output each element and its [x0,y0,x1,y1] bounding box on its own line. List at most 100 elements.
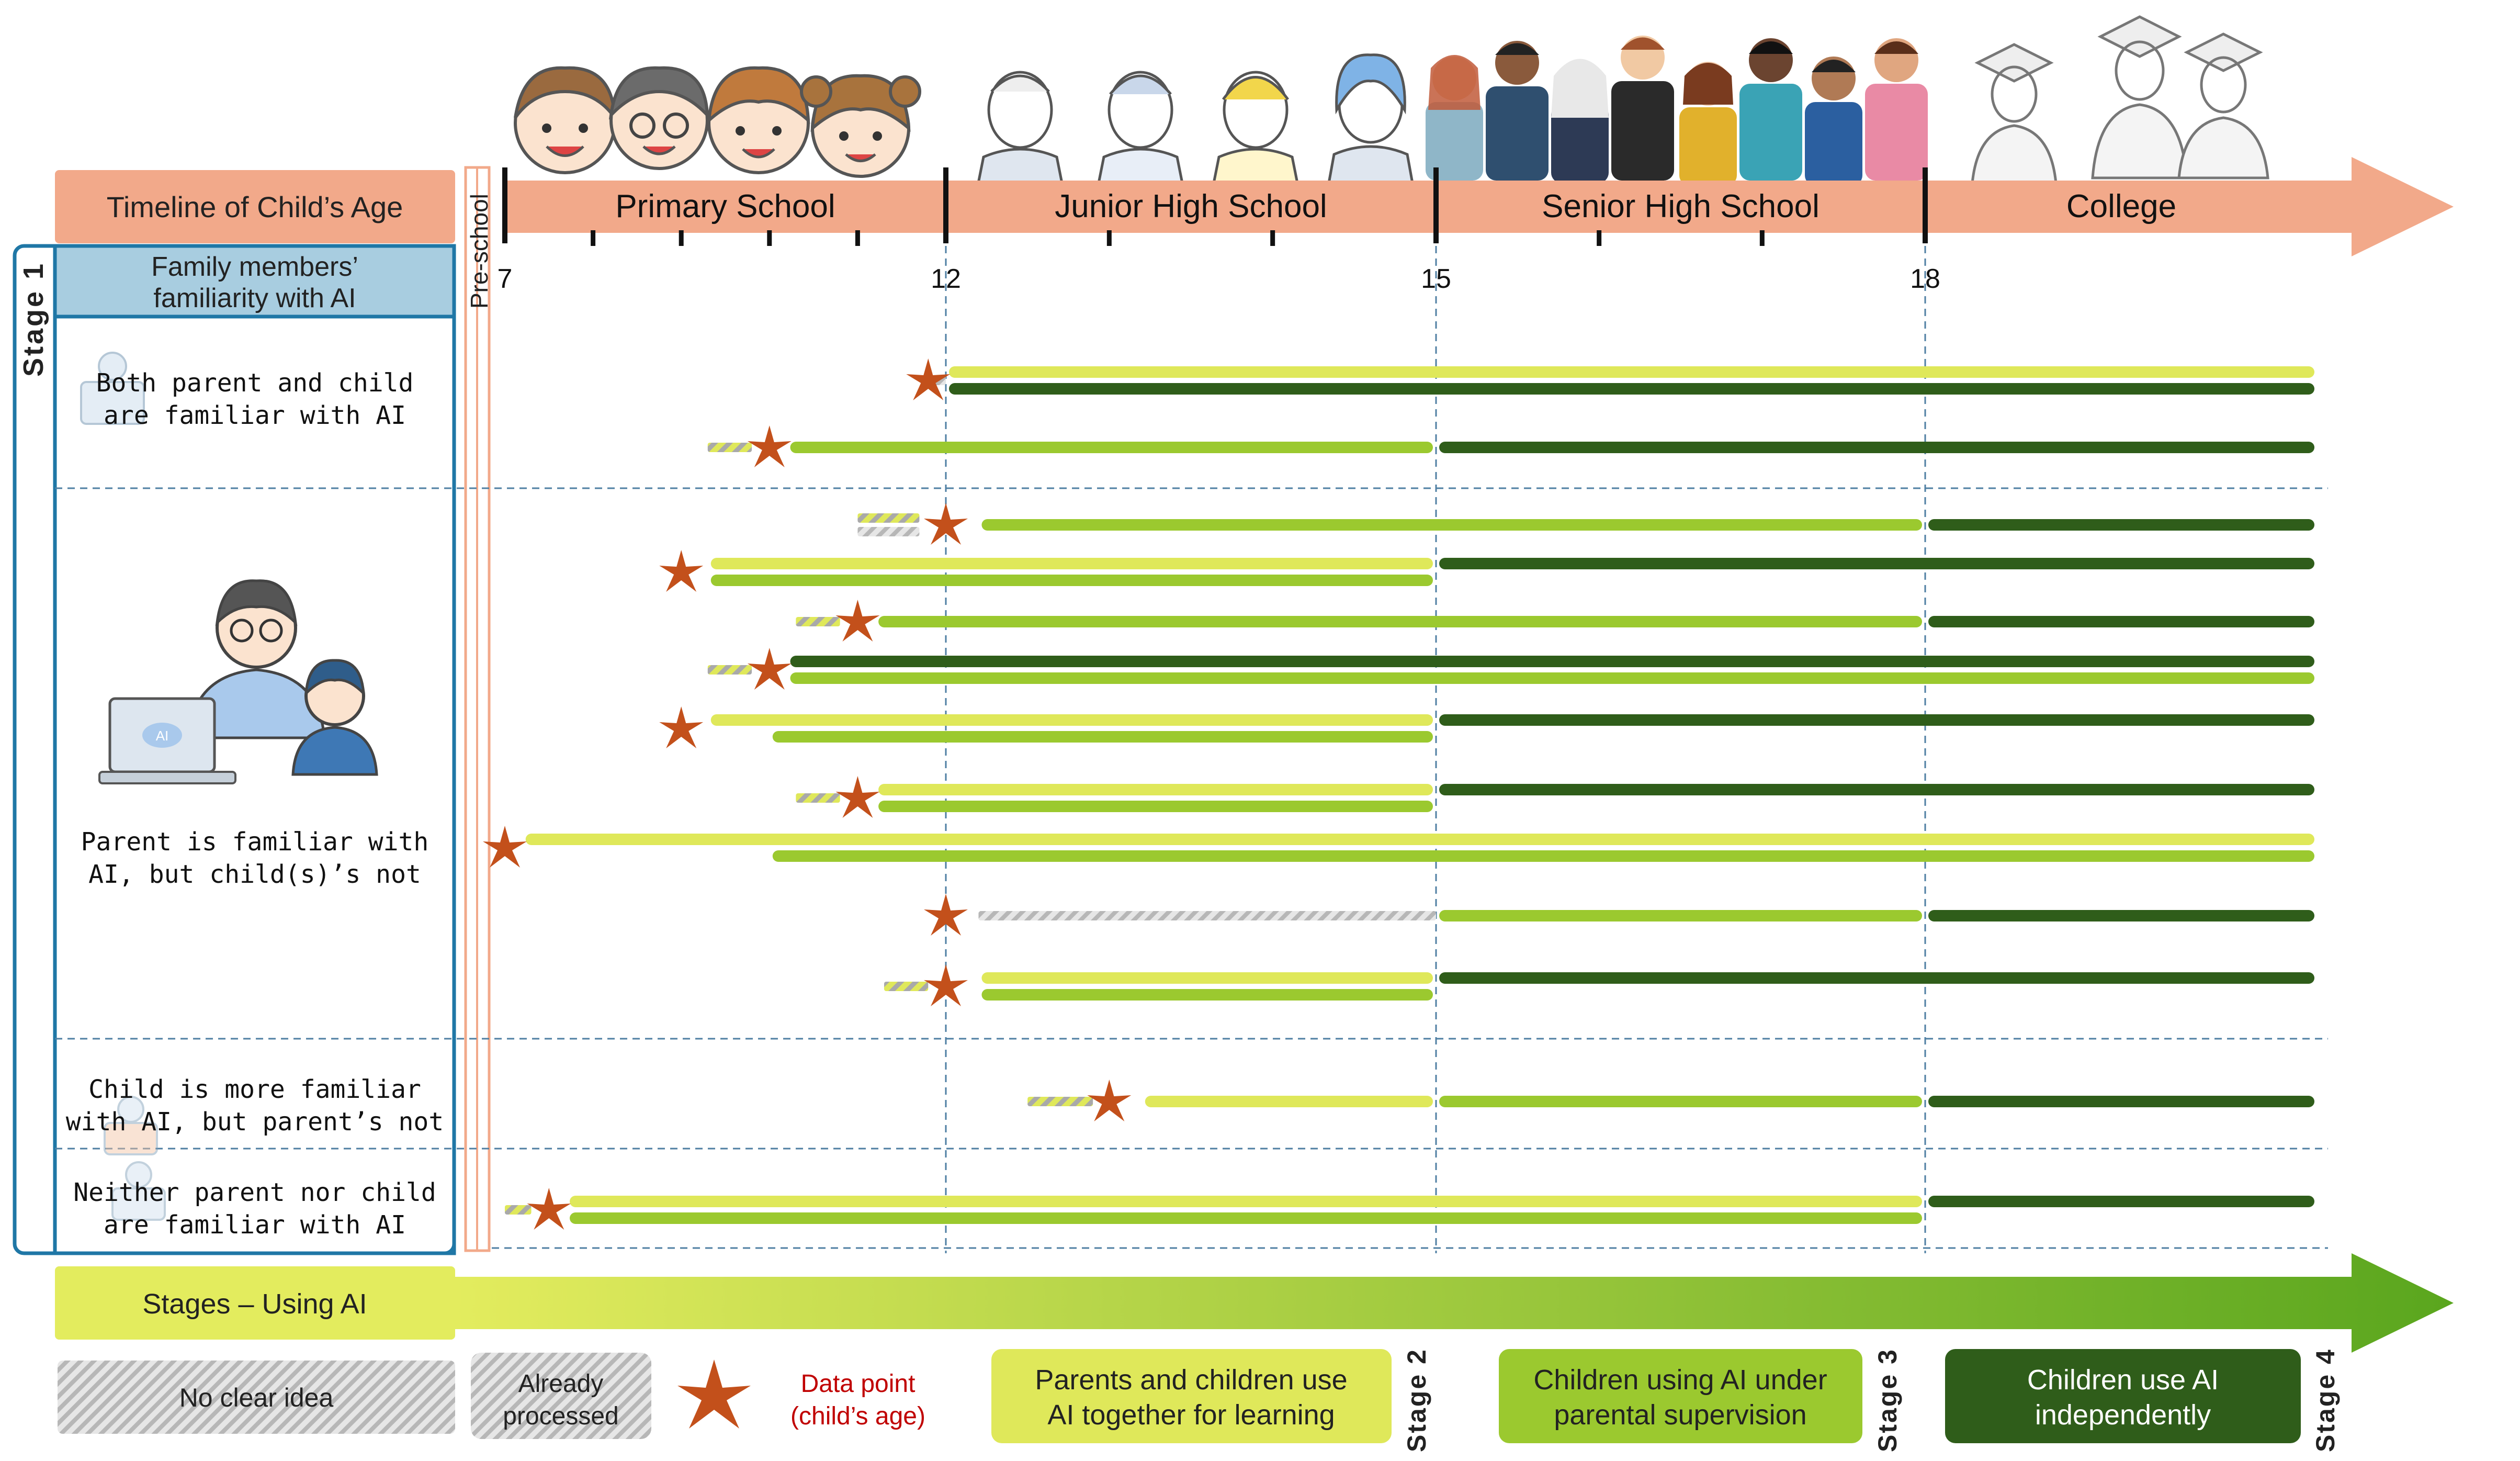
bar-stage4 [790,656,2314,667]
data-point-star [659,550,704,592]
legend-stage3-box [1499,1349,1862,1443]
data-point-star [747,425,792,467]
legend-data-point-line1: Data point [801,1370,916,1398]
kids-illustration [514,66,921,178]
timeline-ticks [502,167,1928,246]
legend-stage4-tag: Stage 4 [2311,1348,2340,1452]
bar-stage4 [1928,616,2314,627]
bar-stage3 [1439,910,1922,921]
bar-stage2 [981,972,1433,984]
bar-stage3 [878,801,1433,812]
category-parent-line2: AI, but child(s)’s not [88,860,421,889]
category-both-line1: Both parent and child [96,368,414,398]
category-neither-line1: Neither parent nor child [73,1178,436,1207]
bar-stage4 [949,383,2314,395]
bar-stage3 [981,989,1433,1001]
legend-processed-line2: processed [503,1402,618,1430]
data-point-star [924,503,968,545]
bar-stage2 [1145,1096,1433,1107]
bar-noclear [1027,1097,1093,1106]
school-stage-label: College [2066,188,2176,224]
bar-noclear [857,513,920,523]
stages-label-box [55,1266,455,1340]
category-parent-line1: Parent is familiar with [81,827,429,857]
timeline-label-box [55,170,455,243]
bar-stage2 [570,1196,1922,1207]
bar-stage2 [949,366,2314,378]
data-point-star [527,1188,571,1230]
data-points [483,358,1132,1230]
legend-stage4-line2: independently [2035,1399,2211,1431]
bar-noclear [707,443,752,452]
timeline-arrow: Timeline of Child’s Age Pre-school [55,157,2454,1252]
data-point-star [747,648,792,690]
svg-text:AI: AI [156,728,169,744]
data-point-star [924,894,968,936]
bar-stage4 [1439,558,2314,569]
bar-stage3 [790,672,2314,684]
bar-noclear [707,665,752,675]
legend-stage3-line2: parental supervision [1554,1399,1806,1431]
preschool-label: Pre-school [466,194,493,309]
bar-noclear [796,617,840,626]
bar-stage4 [1928,910,2314,921]
category-neither-line2: are familiar with AI [104,1210,406,1240]
bar-stage4 [1439,714,2314,726]
row-separators [55,487,2328,1249]
bar-stage3 [878,616,1922,627]
legend-stage3-tag: Stage 3 [1873,1348,1902,1452]
stage1-header-line1: Family members’ [151,252,358,282]
legend-stage2-tag: Stage 2 [1402,1348,1431,1452]
graduates-illustration [1971,15,2269,185]
bar-stage3 [1439,1096,1922,1107]
bar-stage2 [878,784,1433,795]
bar-noclear [884,982,929,991]
data-point-star [835,776,880,818]
legend-star-icon [677,1359,751,1429]
bar-stage3 [981,519,1922,531]
legend-stage4-line1: Children use AI [2027,1364,2219,1396]
legend-stage4-box [1945,1349,2301,1443]
bar-processed [857,527,920,536]
age-label: 7 [498,264,513,294]
data-point-star [835,600,880,642]
age-guides [945,246,1926,1253]
timeline-label: Timeline of Child’s Age [107,190,403,223]
bar-stage2 [710,714,1433,726]
stages-arrow: Stages – Using AI [55,1253,2454,1353]
stages-label: Stages – Using AI [142,1288,367,1320]
bar-stage4 [1928,519,2314,531]
school-stage-label: Senior High School [1542,188,1820,224]
legend-stage2-box [991,1349,1392,1443]
school-stage-label: Primary School [615,188,835,224]
family-laptop-illustration: AI [80,352,378,1221]
legend-stage2-line1: Parents and children use [1035,1364,1347,1396]
bar-stage2 [525,834,2314,845]
legend-stage2-line2: AI together for learning [1047,1399,1335,1431]
bar-stage3 [570,1212,1922,1224]
bar-stage4 [1439,784,2314,795]
bar-stage2 [710,558,1433,569]
bar-stage4 [1439,442,2314,453]
bar-noclear [505,1205,532,1215]
category-child-line2: with AI, but parent’s not [66,1107,444,1137]
junior-students-illustration [976,53,1414,185]
category-labels: Both parent and child are familiar with … [66,368,444,1240]
bar-stage3 [772,731,1433,743]
stage1-panel: Family members’ familiarity with AI Stag… [13,244,456,1255]
legend-no-clear-label: No clear idea [179,1383,334,1412]
category-child-line1: Child is more familiar [88,1075,421,1104]
category-both-line2: are familiar with AI [104,401,406,430]
legend-data-point-line2: (child’s age) [790,1402,925,1430]
stage1-header-line2: familiarity with AI [153,283,356,313]
bar-stage4 [1928,1196,2314,1207]
data-point-star [1087,1080,1132,1121]
legend-processed-swatch [471,1353,651,1439]
legend-stage3-line1: Children using AI under [1533,1364,1827,1396]
legend-no-clear-swatch [58,1361,455,1434]
stage1-tag: Stage 1 [18,262,49,377]
data-point-star [483,826,527,868]
stage1-header-box [53,244,456,319]
